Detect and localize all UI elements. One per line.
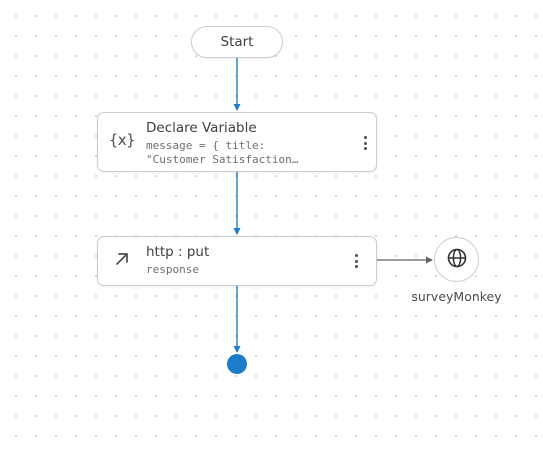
declare-variable-title: Declare Variable: [146, 120, 257, 136]
arrow-up-right-icon: [110, 247, 134, 271]
globe-icon: [446, 247, 468, 273]
declare-variable-value: message = { title: "Customer Satisfactio…: [146, 139, 298, 167]
http-put-node[interactable]: http : put response: [97, 236, 377, 286]
declare-variable-node[interactable]: {x} Declare Variable message = { title: …: [97, 112, 377, 172]
survey-monkey-label: surveyMonkey: [411, 289, 502, 304]
variable-icon: {x}: [108, 131, 136, 149]
start-node-label: Start: [220, 34, 254, 50]
start-node[interactable]: Start: [191, 26, 283, 58]
declare-variable-line-2: "Customer Satisfaction…: [146, 153, 299, 166]
survey-monkey-endpoint-node[interactable]: [434, 237, 479, 282]
http-put-title: http : put: [146, 244, 210, 260]
declare-variable-line-1: message = { title:: [146, 139, 266, 152]
more-options-icon[interactable]: [358, 134, 372, 152]
http-put-response: response: [146, 263, 199, 276]
more-options-icon[interactable]: [349, 252, 363, 270]
flow-end-node[interactable]: [227, 354, 247, 374]
